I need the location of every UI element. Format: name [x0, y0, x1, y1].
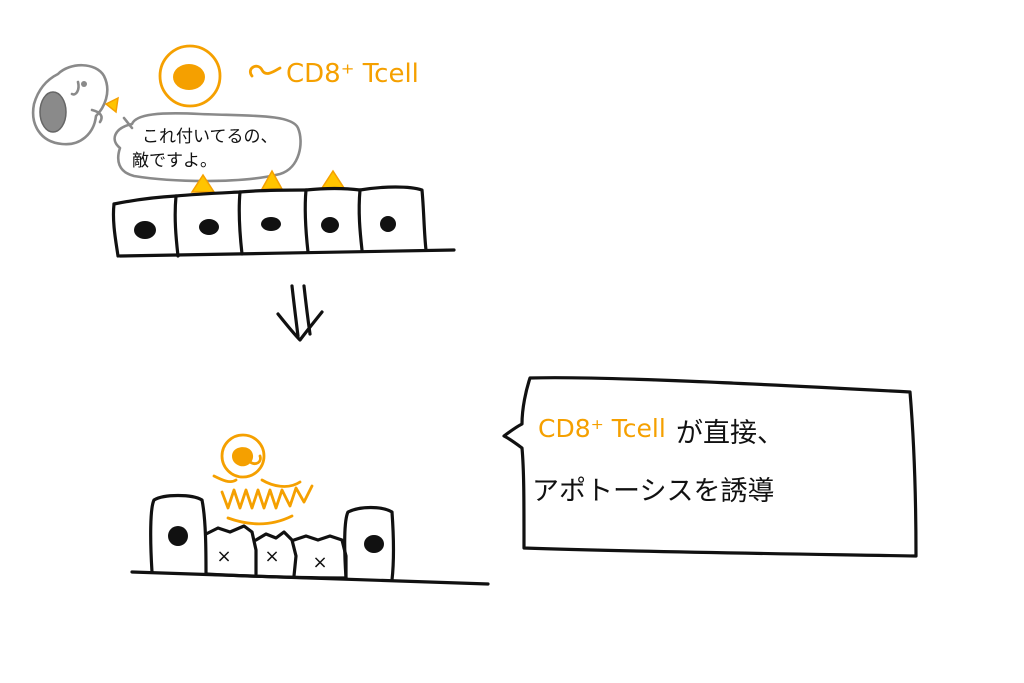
- narrator-character-icon: [31, 63, 119, 146]
- narrator-speech-line-2: 敵ですよ。: [132, 151, 217, 171]
- note-tcell-label: CD8⁺ Tcell: [538, 414, 666, 443]
- narrator-speech-line-1: これ付いてるの、: [142, 127, 278, 147]
- activated-tcell-icon: [212, 433, 314, 526]
- down-arrow-icon: [276, 284, 324, 342]
- apoptotic-mark-2: ×: [264, 546, 279, 567]
- tcell-label: CD8⁺ Tcell: [286, 59, 419, 89]
- explanation-note-box: CD8⁺ Tcell が直接、 アポトーシスを誘導: [502, 376, 918, 558]
- epithelial-cells-bottom: × × ×: [130, 493, 490, 586]
- apoptotic-mark-1: ×: [216, 546, 231, 567]
- epithelial-cells-top: [111, 185, 456, 258]
- cd8-tcell-icon: [158, 44, 282, 108]
- narrator-speech-bubble: これ付いてるの、 敵ですよ。: [113, 112, 302, 183]
- apoptotic-mark-3: ×: [312, 552, 327, 573]
- note-line-2: アポトーシスを誘導: [532, 476, 774, 507]
- note-line-1: が直接、: [676, 418, 784, 449]
